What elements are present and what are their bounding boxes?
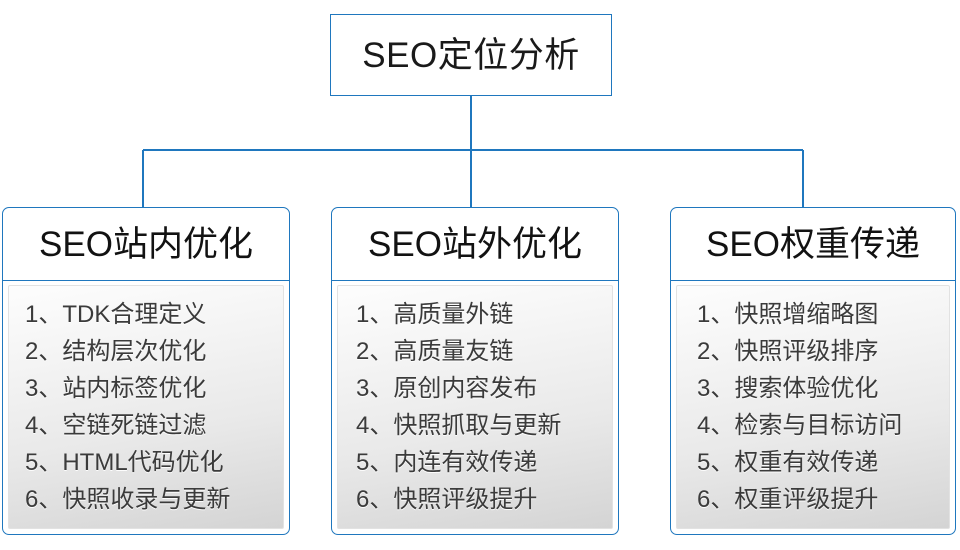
- list-item: 6、快照收录与更新: [25, 486, 231, 513]
- list-item: 3、原创内容发布: [356, 375, 538, 402]
- list-item: 5、HTML代码优化: [25, 449, 224, 476]
- list-item: 2、快照评级排序: [697, 338, 879, 365]
- root-node-seo-positioning: SEO定位分析: [330, 14, 612, 96]
- list-item: 2、结构层次优化: [25, 338, 207, 365]
- branch-item-list: 1、快照增缩略图 2、快照评级排序 3、搜索体验优化 4、检索与目标访问 5、权…: [676, 285, 950, 529]
- list-item: 3、站内标签优化: [25, 375, 207, 402]
- branch-seo-onsite: SEO站内优化 1、TDK合理定义 2、结构层次优化 3、站内标签优化 4、空链…: [2, 207, 290, 537]
- branch-item-list: 1、TDK合理定义 2、结构层次优化 3、站内标签优化 4、空链死链过滤 5、H…: [8, 285, 284, 529]
- branch-body-seo-offsite: 1、高质量外链 2、高质量友链 3、原创内容发布 4、快照抓取与更新 5、内连有…: [331, 280, 619, 535]
- list-item: 5、权重有效传递: [697, 449, 879, 476]
- root-node-label: SEO定位分析: [362, 35, 580, 75]
- list-item: 3、搜索体验优化: [697, 375, 879, 402]
- branch-body-seo-weight: 1、快照增缩略图 2、快照评级排序 3、搜索体验优化 4、检索与目标访问 5、权…: [670, 280, 956, 535]
- list-item: 6、快照评级提升: [356, 486, 538, 513]
- branch-title-label: SEO站内优化: [39, 224, 253, 264]
- branch-seo-offsite: SEO站外优化 1、高质量外链 2、高质量友链 3、原创内容发布 4、快照抓取与…: [331, 207, 619, 537]
- list-item: 4、空链死链过滤: [25, 412, 207, 439]
- branch-header-seo-weight: SEO权重传递: [670, 207, 956, 281]
- list-item: 6、权重评级提升: [697, 486, 879, 513]
- branch-seo-weight: SEO权重传递 1、快照增缩略图 2、快照评级排序 3、搜索体验优化 4、检索与…: [670, 207, 956, 537]
- branch-title-label: SEO权重传递: [706, 224, 920, 264]
- list-item: 1、高质量外链: [356, 301, 514, 328]
- list-item: 1、快照增缩略图: [697, 301, 879, 328]
- list-item: 5、内连有效传递: [356, 449, 538, 476]
- list-item: 2、高质量友链: [356, 338, 514, 365]
- branch-body-seo-onsite: 1、TDK合理定义 2、结构层次优化 3、站内标签优化 4、空链死链过滤 5、H…: [2, 280, 290, 535]
- branch-item-list: 1、高质量外链 2、高质量友链 3、原创内容发布 4、快照抓取与更新 5、内连有…: [337, 285, 613, 529]
- branch-header-seo-onsite: SEO站内优化: [2, 207, 290, 281]
- list-item: 1、TDK合理定义: [25, 301, 207, 328]
- list-item: 4、快照抓取与更新: [356, 412, 562, 439]
- list-item: 4、检索与目标访问: [697, 412, 903, 439]
- branch-header-seo-offsite: SEO站外优化: [331, 207, 619, 281]
- branch-title-label: SEO站外优化: [368, 224, 582, 264]
